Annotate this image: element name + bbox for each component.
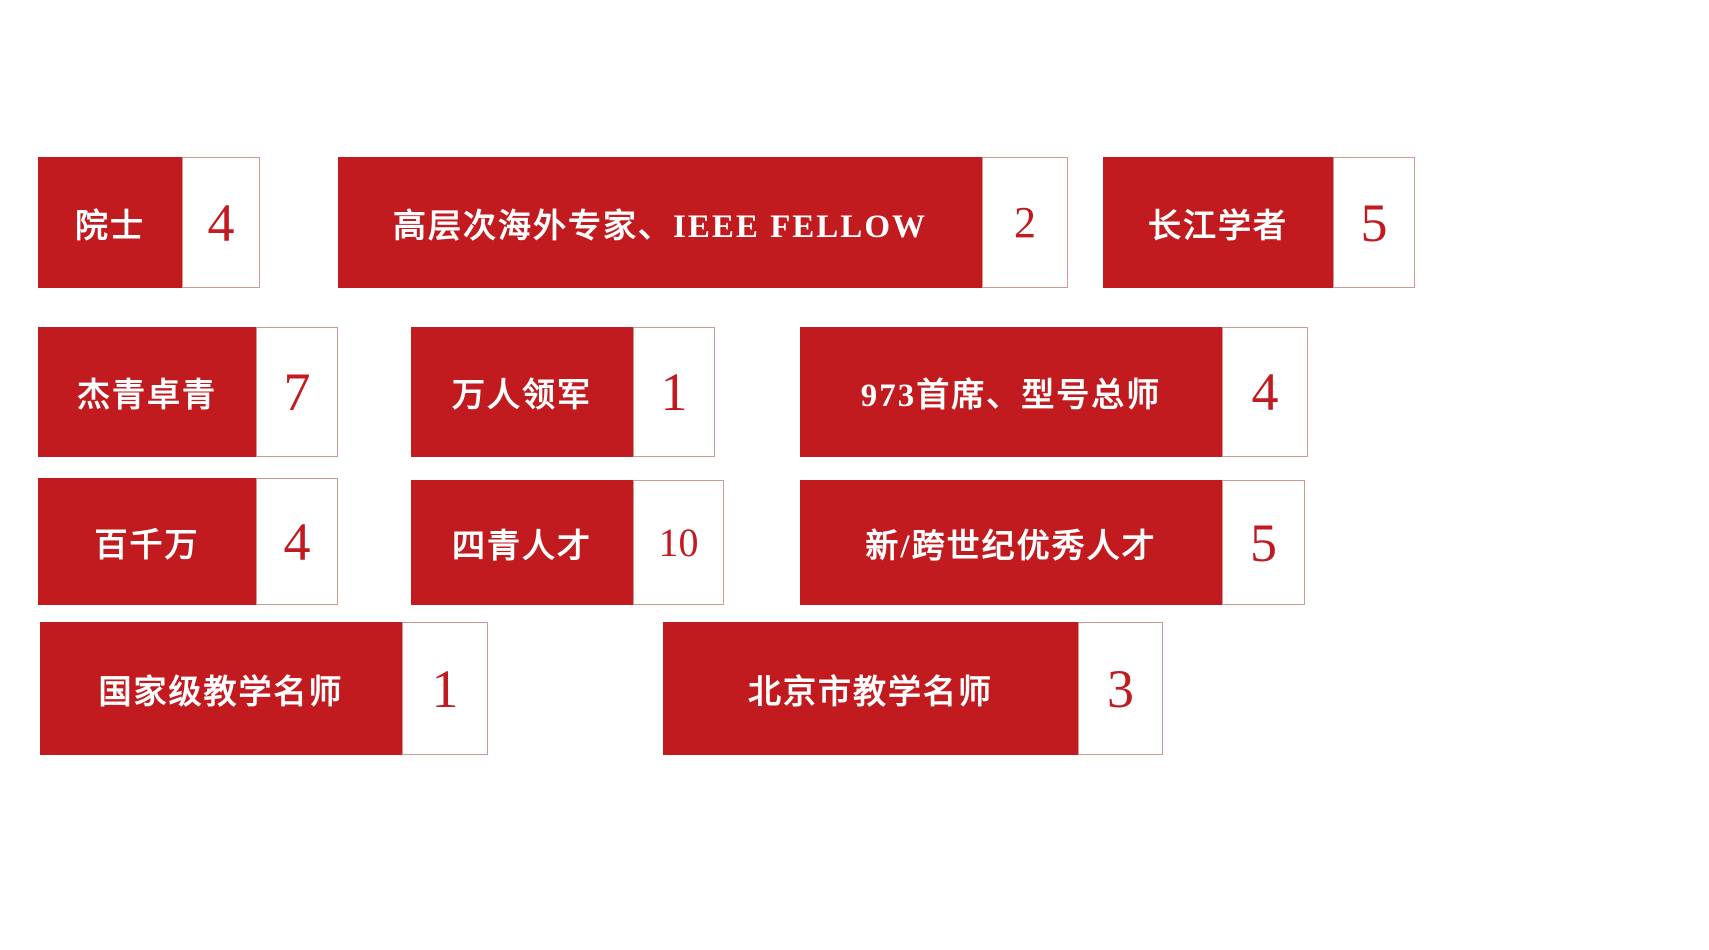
badge-count: 5: [1333, 157, 1415, 288]
stat-badge-academician: 院士 4: [38, 157, 260, 288]
stat-badge-siqing-talents: 四青人才 10: [411, 480, 724, 605]
badge-label: 国家级教学名师: [40, 622, 402, 755]
stat-badge-changjiang-scholars: 长江学者 5: [1103, 157, 1415, 288]
badge-count: 4: [182, 157, 260, 288]
stat-badge-jieqing-zhuoqing: 杰青卓青 7: [38, 327, 338, 457]
badge-count: 1: [402, 622, 488, 755]
badge-label: 杰青卓青: [38, 327, 256, 457]
badge-count: 4: [256, 478, 338, 605]
badge-count: 2: [982, 157, 1068, 288]
badge-label: 高层次海外专家、IEEE FELLOW: [338, 157, 982, 288]
stat-badge-national-teaching-master: 国家级教学名师 1: [40, 622, 488, 755]
badge-label: 长江学者: [1103, 157, 1333, 288]
badge-label: 百千万: [38, 478, 256, 605]
badge-count: 4: [1222, 327, 1308, 457]
badge-label: 万人领军: [411, 327, 633, 457]
badge-label: 四青人才: [411, 480, 633, 605]
badge-label: 北京市教学名师: [663, 622, 1078, 755]
badge-label: 院士: [38, 157, 182, 288]
stat-badge-overseas-experts-ieee-fellow: 高层次海外专家、IEEE FELLOW 2: [338, 157, 1068, 288]
stat-badge-new-cross-century-talents: 新/跨世纪优秀人才 5: [800, 480, 1305, 605]
stat-badge-beijing-teaching-master: 北京市教学名师 3: [663, 622, 1163, 755]
stat-badge-973-chief-model-director: 973首席、型号总师 4: [800, 327, 1308, 457]
badge-count: 3: [1078, 622, 1163, 755]
badge-label: 新/跨世纪优秀人才: [800, 480, 1222, 605]
badge-count: 5: [1222, 480, 1305, 605]
badge-label: 973首席、型号总师: [800, 327, 1222, 457]
stat-badge-wanren-leader: 万人领军 1: [411, 327, 715, 457]
badge-count: 1: [633, 327, 715, 457]
stat-badge-baiqianwan: 百千万 4: [38, 478, 338, 605]
badge-count: 10: [633, 480, 724, 605]
badge-count: 7: [256, 327, 338, 457]
